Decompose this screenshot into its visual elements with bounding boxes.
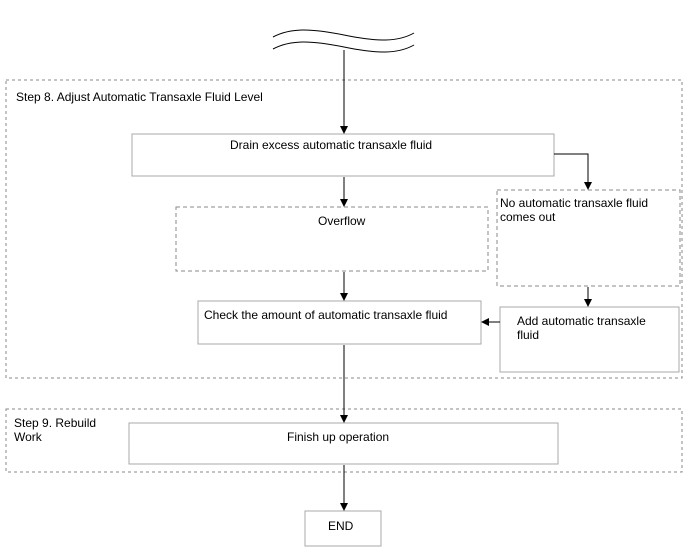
section-step9-title: Step 9. Rebuild: [14, 416, 96, 430]
no-fluid-box-label: No automatic transaxle fluid: [500, 196, 648, 210]
overflow-box: Overflow: [175, 206, 489, 272]
overflow-box-label: Overflow: [318, 214, 366, 228]
section-step8-title: Step 8. Adjust Automatic Transaxle Fluid…: [16, 90, 263, 104]
end-box-label: END: [328, 519, 354, 533]
check-box: Check the amount of automatic transaxle …: [197, 300, 482, 345]
add-fluid-box-label-line2: fluid: [517, 328, 539, 342]
finish-box: Finish up operation: [128, 422, 559, 465]
arrow-drain-to-no-fluid: [554, 153, 592, 190]
add-fluid-box: Add automatic transaxle fluid: [499, 306, 680, 373]
finish-box-label: Finish up operation: [287, 430, 389, 444]
check-box-label: Check the amount of automatic transaxle …: [204, 308, 447, 322]
add-fluid-box-label: Add automatic transaxle: [517, 314, 646, 328]
drain-box: Drain excess automatic transaxle fluid: [131, 133, 555, 177]
no-fluid-box-label-line2: comes out: [500, 210, 556, 224]
arrows: [340, 50, 592, 511]
end-box: END: [304, 510, 382, 547]
no-fluid-box: No automatic transaxle fluid comes out: [496, 189, 681, 287]
continuation-break-symbol: [272, 29, 415, 53]
drain-box-label: Drain excess automatic transaxle fluid: [230, 138, 432, 152]
section-step9-title-line2: Work: [14, 430, 43, 444]
